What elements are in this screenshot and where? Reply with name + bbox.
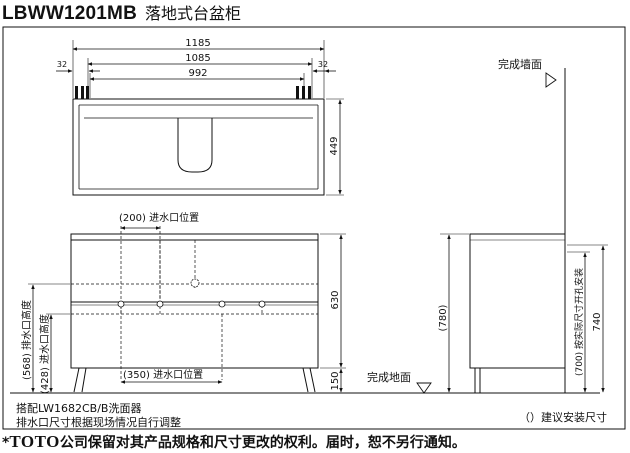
- dim-install-hole: 740: [592, 312, 603, 331]
- wall-marker-icon: [545, 72, 557, 88]
- dim-basin-width: 992: [188, 68, 207, 79]
- dim-side-left: 32: [57, 60, 67, 69]
- counter-top: [72, 98, 325, 196]
- dim-inner-width: 1085: [185, 53, 210, 64]
- cabinet-legs: [73, 367, 316, 393]
- floor-marker-icon: [416, 382, 432, 394]
- drain-hole: [190, 278, 200, 288]
- cabinet-side: [469, 233, 566, 369]
- dim-height-leg: 150: [330, 371, 341, 390]
- basin-outline: [177, 118, 213, 173]
- note-drain-adjust: 排水口尺寸根据现场情况自行调整: [16, 415, 181, 429]
- legend-suggested-size: （）建议安装尺寸: [519, 410, 607, 424]
- dim-inlet-spacing-top: (200) 进水口位置: [119, 211, 199, 224]
- dim-height-body: 630: [330, 290, 341, 309]
- wall-label: 完成墙面: [498, 57, 542, 71]
- note-basin-pairing: 搭配LW1682CB/B洗面器: [16, 402, 141, 415]
- counter-top-front: [70, 233, 319, 241]
- product-name: 落地式台盆柜: [145, 4, 242, 23]
- side-view: 完成墙面 (780) (700) 按实际尺寸开孔安装 740: [438, 57, 608, 393]
- dim-height-total: (780): [438, 304, 449, 331]
- inlet-hole-right: [258, 300, 266, 308]
- dim-drain-height: (568) 排水口高度: [20, 300, 33, 380]
- dim-side-right: 32: [318, 60, 328, 69]
- dim-depth: 449: [329, 136, 340, 155]
- footer-text: 公司保留对其产品规格和尺寸更改的权利。届时，恕不另行通知。: [59, 435, 466, 451]
- dim-total-width: 1185: [185, 38, 210, 49]
- top-view: 1185 1085 992 32 32 449: [56, 38, 344, 196]
- inlet-hole-2: [156, 300, 164, 308]
- disclaimer-footer: *TOTO公司保留对其产品规格和尺寸更改的权利。届时，恕不另行通知。: [2, 432, 466, 452]
- dim-inlet-height: (428) 进水口高度: [38, 314, 51, 394]
- inlet-hole-left: [117, 300, 125, 308]
- inlet-hole-3: [218, 300, 226, 308]
- drawing-border: [2, 26, 626, 430]
- dim-inlet-spacing-bottom: (350) 进水口位置: [123, 368, 203, 381]
- dim-install-hole-height: (700) 按实际尺寸开孔安装: [573, 268, 585, 376]
- footer-star: *: [2, 435, 10, 451]
- faucet-hole-markers: [75, 86, 311, 99]
- front-view: (200) 进水口位置 (350) 进水口位置 630 150 (568) 排水…: [20, 211, 346, 394]
- drawing-title: LBWW1201MB 落地式台盆柜: [2, 0, 241, 24]
- model-number: LBWW1201MB: [2, 3, 138, 24]
- cabinet-body: [70, 239, 319, 369]
- brand-name: TOTO: [9, 432, 60, 451]
- floor-label: 完成地面: [367, 370, 411, 384]
